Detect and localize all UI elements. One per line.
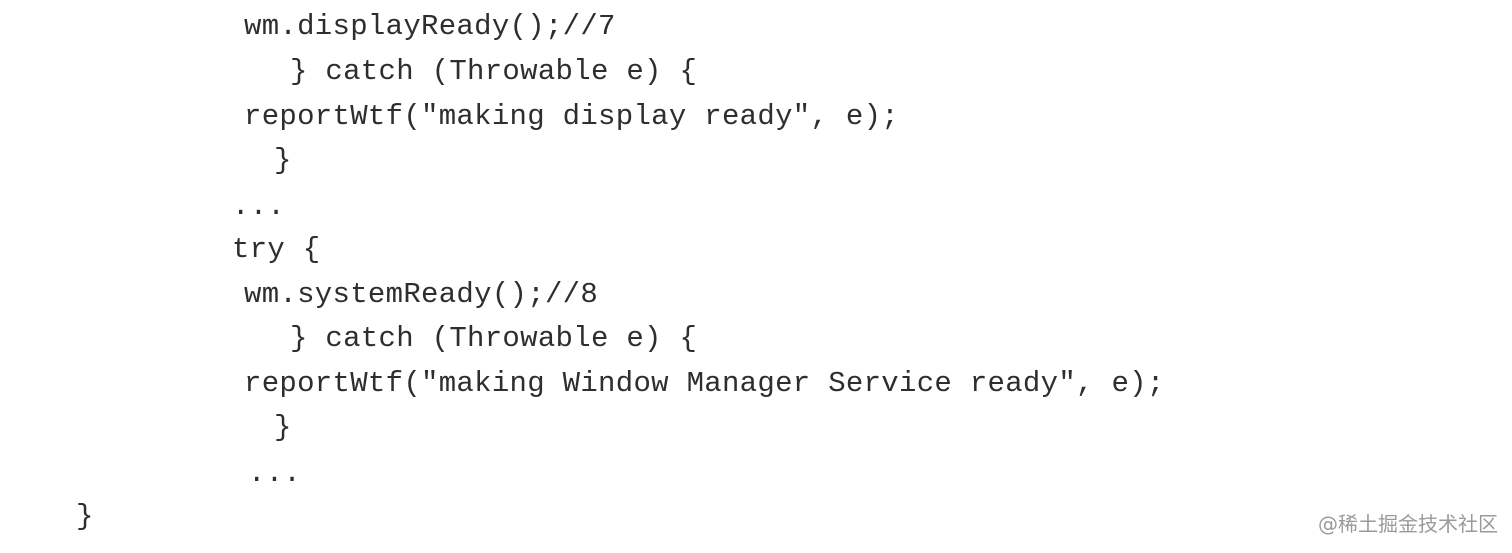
- code-line: ...: [248, 457, 302, 490]
- code-line: }: [274, 411, 292, 444]
- code-line: reportWtf("making Window Manager Service…: [244, 367, 1165, 400]
- code-line: ...: [232, 190, 286, 223]
- code-line: wm.systemReady();//8: [244, 278, 599, 311]
- code-line: }: [274, 144, 292, 177]
- code-line: try {: [232, 233, 321, 266]
- code-line: reportWtf("making display ready", e);: [244, 100, 900, 133]
- code-line: wm.displayReady();//7: [244, 10, 616, 43]
- code-line: } catch (Throwable e) {: [290, 55, 698, 88]
- code-line: } catch (Throwable e) {: [290, 322, 698, 355]
- code-line: }: [76, 500, 94, 533]
- watermark: @稀土掘金技术社区: [1318, 512, 1498, 536]
